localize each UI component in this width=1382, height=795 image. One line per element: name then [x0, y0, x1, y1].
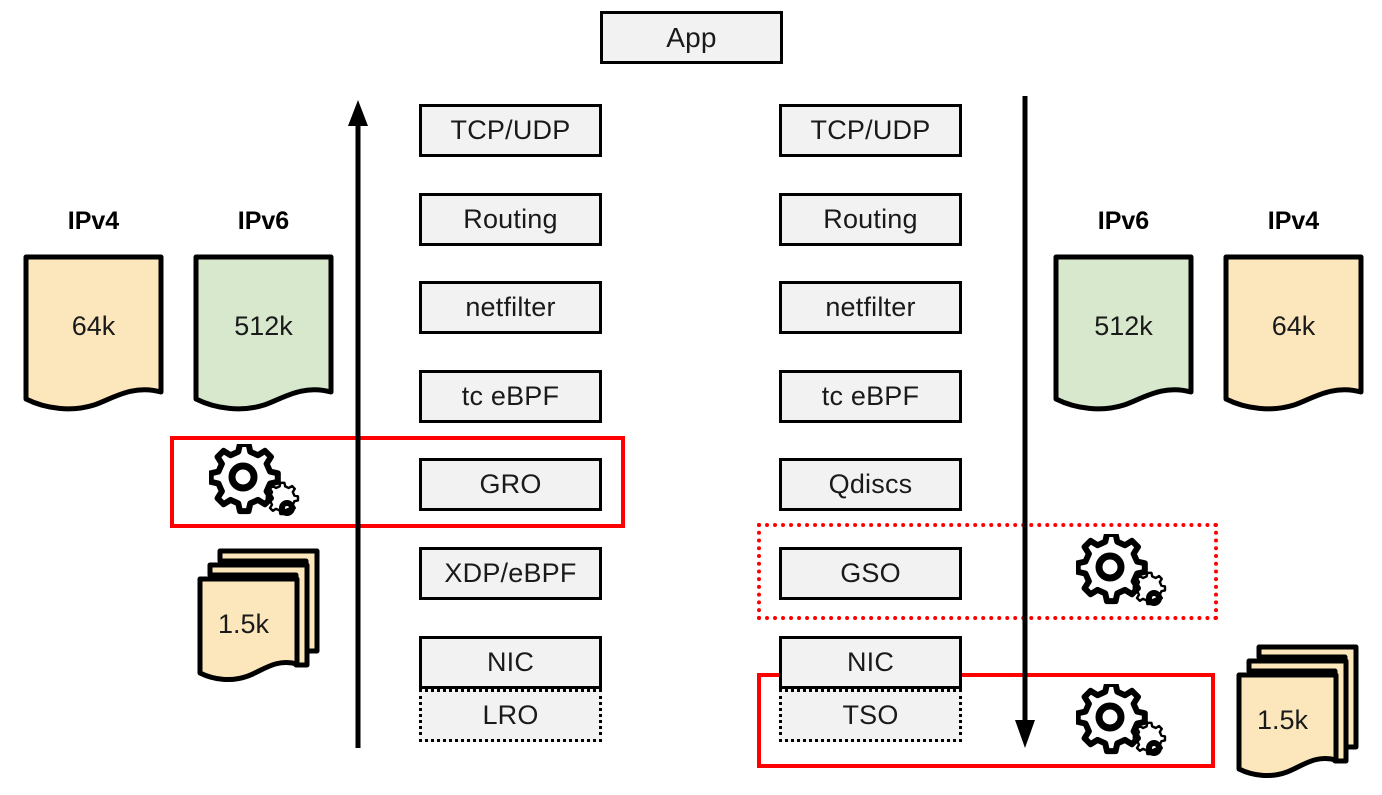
- tx-layer-box-routing[interactable]: Routing: [779, 193, 962, 246]
- layer-box-app[interactable]: App: [600, 11, 783, 64]
- transmit-direction-arrow: [1007, 96, 1043, 748]
- tx-layer-box-tcp-udp[interactable]: TCP/UDP: [779, 104, 962, 157]
- tx-layer-box-gso[interactable]: GSO: [779, 547, 962, 600]
- rx-layer-box-tc-ebpf[interactable]: tc eBPF: [419, 370, 602, 423]
- rx-layer-box-xdp-ebpf[interactable]: XDP/eBPF: [419, 547, 602, 600]
- tso-highlight-rect: [757, 673, 1215, 768]
- tx-packet-stack: 1.5k: [1235, 643, 1360, 786]
- tx-doc-caption-ipv6: IPv6: [1097, 207, 1150, 235]
- gso-highlight-rect: [757, 523, 1218, 620]
- rx-layer-box-nic[interactable]: NIC: [419, 636, 602, 689]
- corner-logo-artifact: [1327, 0, 1379, 5]
- tso-gears-icon: [1074, 681, 1174, 766]
- tx-layer-box-tc-ebpf[interactable]: tc eBPF: [779, 370, 962, 423]
- tx-document-ipv4: 64k: [1222, 253, 1365, 413]
- tx-layer-box-netfilter[interactable]: netfilter: [779, 281, 962, 334]
- rx-layer-box-netfilter[interactable]: netfilter: [419, 281, 602, 334]
- tx-doc-caption-ipv4: IPv4: [1267, 207, 1320, 235]
- receive-direction-arrow: [340, 100, 376, 748]
- gro-highlight-rect: [170, 436, 625, 528]
- rx-document-ipv4: 64k: [22, 253, 165, 413]
- rx-layer-box-routing[interactable]: Routing: [419, 193, 602, 246]
- rx-layer-box-lro[interactable]: LRO: [419, 689, 602, 742]
- tx-layer-box-tso[interactable]: TSO: [779, 689, 962, 742]
- tx-layer-box-nic[interactable]: NIC: [779, 636, 962, 689]
- rx-layer-box-gro[interactable]: GRO: [419, 458, 602, 511]
- rx-layer-box-tcp-udp[interactable]: TCP/UDP: [419, 104, 602, 157]
- rx-packet-stack: 1.5k: [196, 547, 321, 690]
- tx-document-ipv6: 512k: [1052, 253, 1195, 413]
- tx-layer-box-qdiscs[interactable]: Qdiscs: [779, 458, 962, 511]
- gro-gears-icon: [207, 441, 307, 526]
- rx-document-ipv6: 512k: [192, 253, 335, 413]
- rx-doc-caption-ipv6: IPv6: [237, 207, 290, 235]
- rx-doc-caption-ipv4: IPv4: [67, 207, 120, 235]
- gso-gears-icon: [1074, 531, 1174, 616]
